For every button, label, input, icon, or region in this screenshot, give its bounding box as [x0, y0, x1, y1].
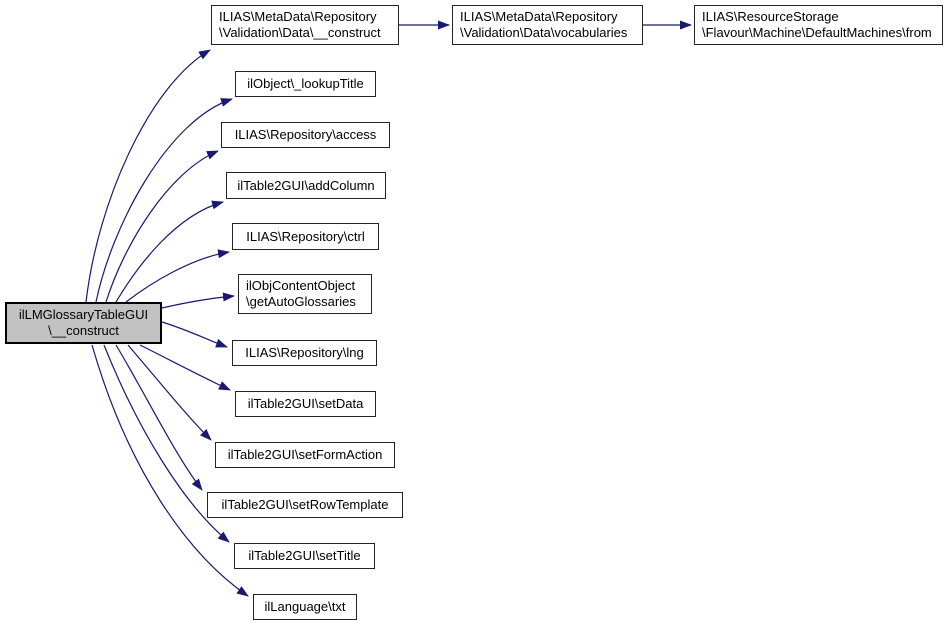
node-ilias-repository-ctrl[interactable]: ILIAS\Repository\ctrl	[232, 223, 379, 250]
edge-main-to-add-column	[115, 200, 224, 303]
node-iltable2gui-settitle[interactable]: ilTable2GUI\setTitle	[234, 543, 375, 569]
edge-main-to-set-form-action	[127, 344, 212, 441]
node-illanguage-txt[interactable]: ilLanguage\txt	[253, 594, 357, 620]
node-ilobjcontentobject-getautoglossaries[interactable]: ilObjContentObject \getAutoGlossaries	[238, 274, 372, 314]
edge-main-to-set-title	[103, 344, 230, 543]
node-iltable2gui-addcolumn[interactable]: ilTable2GUI\addColumn	[226, 172, 386, 199]
node-metadata-validation-data-construct[interactable]: ILIAS\MetaData\Repository \Validation\Da…	[211, 5, 399, 45]
edge-main-to-ctrl	[125, 249, 230, 303]
edge-main-to-access	[105, 150, 219, 303]
edge-main-to-md-construct	[85, 49, 211, 303]
edge-main-to-get-auto-glossaries	[161, 292, 235, 309]
node-illmglossarytablegui-construct[interactable]: ilLMGlossaryTableGUI \__construct	[5, 302, 162, 344]
edge-main-to-txt	[91, 344, 249, 597]
edge-main-to-lng	[161, 321, 228, 348]
edge-main-to-lookup-title	[95, 98, 233, 303]
node-iltable2gui-setdata[interactable]: ilTable2GUI\setData	[235, 391, 376, 417]
node-ilias-repository-access[interactable]: ILIAS\Repository\access	[221, 122, 390, 148]
node-metadata-validation-data-vocabularies[interactable]: ILIAS\MetaData\Repository \Validation\Da…	[452, 5, 643, 45]
node-resourcestorage-defaultmachines-from[interactable]: ILIAS\ResourceStorage \Flavour\Machine\D…	[694, 5, 943, 45]
edge-main-to-set-row-template	[115, 344, 203, 491]
node-iltable2gui-setrowtemplate[interactable]: ilTable2GUI\setRowTemplate	[207, 492, 403, 518]
edge-main-to-set-data	[139, 344, 231, 391]
node-iltable2gui-setformaction[interactable]: ilTable2GUI\setFormAction	[215, 442, 395, 468]
node-ilias-repository-lng[interactable]: ILIAS\Repository\lng	[232, 340, 377, 366]
node-ilobject-lookuptitle[interactable]: ilObject\_lookupTitle	[235, 71, 376, 97]
